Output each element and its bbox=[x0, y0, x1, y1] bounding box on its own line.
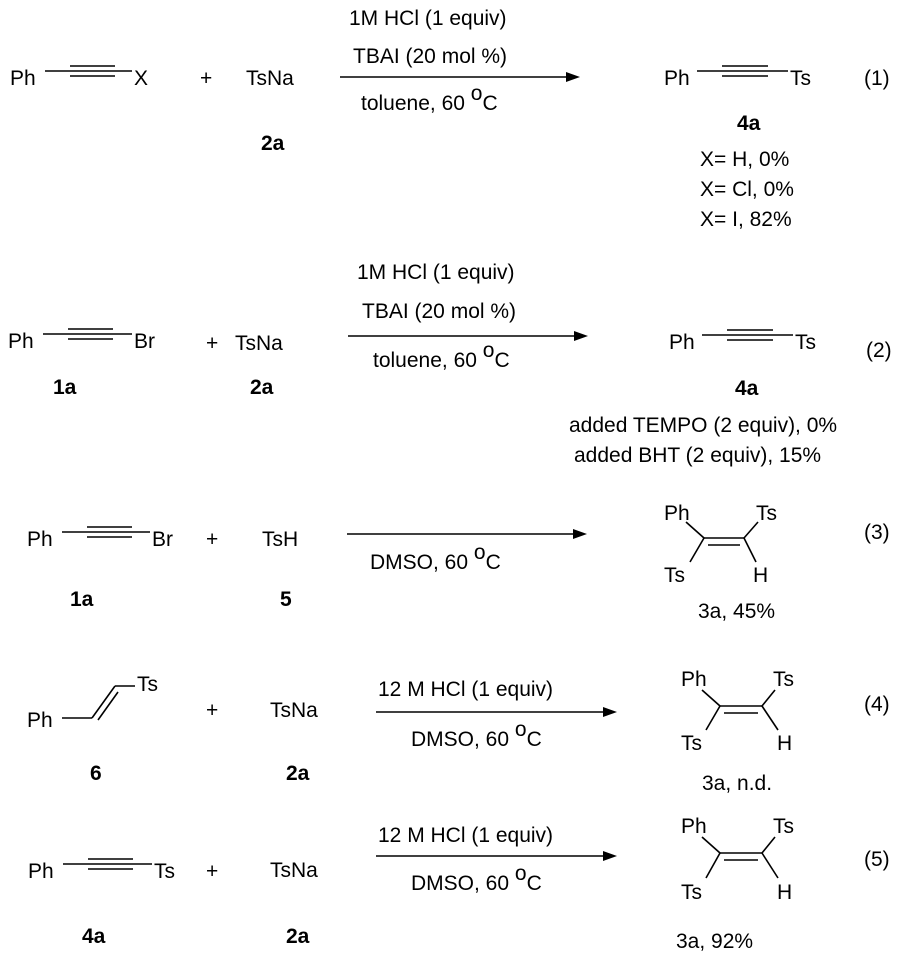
reactant-1-x: X bbox=[134, 67, 148, 90]
product-5-caption: 3a, 92% bbox=[676, 930, 753, 953]
equation-number-2: (2) bbox=[866, 339, 892, 362]
product-3-ph: Ph bbox=[664, 502, 690, 525]
product-4-h: H bbox=[777, 732, 792, 755]
reagent-4-label: 2a bbox=[286, 762, 310, 785]
product-1-triple-bond bbox=[697, 65, 788, 77]
product-3-ts-top: Ts bbox=[756, 502, 777, 525]
product-2-ph: Ph bbox=[669, 331, 695, 354]
product-1-label: 4a bbox=[737, 112, 761, 135]
reactant-2-ph: Ph bbox=[8, 330, 34, 353]
condition-1-solvent: toluene, 60 oC bbox=[361, 82, 498, 115]
reagent-3-formula: TsH bbox=[262, 528, 298, 551]
reactant-4-ts: Ts bbox=[137, 673, 158, 696]
condition-4-solvent: DMSO, 60 oC bbox=[411, 718, 542, 751]
product-4-alkene bbox=[701, 689, 779, 731]
reagent-2-label: 2a bbox=[250, 376, 274, 399]
triple-bond-1 bbox=[45, 65, 132, 77]
triple-bond-2 bbox=[43, 328, 132, 340]
reactant-3-label: 1a bbox=[70, 588, 94, 611]
reagent-1-formula: TsNa bbox=[246, 67, 294, 90]
reactant-2-br: Br bbox=[134, 330, 155, 353]
arrowhead-4 bbox=[603, 707, 617, 717]
reagent-5-formula: TsNa bbox=[270, 859, 318, 882]
product-3-caption: 3a, 45% bbox=[698, 600, 775, 623]
reactant-3-ph: Ph bbox=[27, 528, 53, 551]
arrowhead-3 bbox=[573, 529, 587, 539]
product-5-alkene bbox=[701, 836, 779, 879]
reactant-1-ph: Ph bbox=[10, 67, 36, 90]
reaction-2: Ph Br 1a + TsNa 2a 1M HCl (1 equiv) TBAI… bbox=[8, 261, 892, 467]
product-2-ts: Ts bbox=[795, 331, 816, 354]
plus-sign-3: + bbox=[206, 528, 218, 551]
note-2-bht: added BHT (2 equiv), 15% bbox=[574, 444, 821, 467]
equation-number-1: (1) bbox=[864, 67, 890, 90]
product-4-ts-top: Ts bbox=[773, 668, 794, 691]
arrowhead-2 bbox=[574, 331, 588, 341]
product-3-h: H bbox=[753, 564, 768, 587]
note-2-tempo: added TEMPO (2 equiv), 0% bbox=[569, 414, 837, 437]
triple-bond-5 bbox=[63, 858, 152, 870]
reagent-5-label: 2a bbox=[286, 925, 310, 948]
reagent-2-formula: TsNa bbox=[235, 332, 283, 355]
plus-sign-1: + bbox=[200, 67, 212, 90]
note-1-h: X= H, 0% bbox=[700, 148, 789, 171]
reaction-1: Ph X + TsNa 2a 1M HCl (1 equiv) TBAI (20… bbox=[10, 7, 890, 231]
reactant-4-styrene-bonds bbox=[62, 685, 135, 721]
arrowhead-5 bbox=[603, 851, 617, 861]
product-2-triple-bond bbox=[702, 329, 793, 341]
product-1-ts: Ts bbox=[790, 67, 811, 90]
product-5-h: H bbox=[777, 881, 792, 904]
plus-sign-4: + bbox=[206, 699, 218, 722]
product-4-ts-bottom: Ts bbox=[681, 732, 702, 755]
condition-3-solvent: DMSO, 60 oC bbox=[370, 541, 501, 574]
arrowhead-1 bbox=[566, 72, 580, 82]
plus-sign-5: + bbox=[206, 860, 218, 883]
reactant-4-ph: Ph bbox=[27, 709, 53, 732]
product-2-label: 4a bbox=[735, 377, 759, 400]
reactant-3-br: Br bbox=[152, 528, 173, 551]
product-5-ts-bottom: Ts bbox=[681, 881, 702, 904]
condition-2-line-1: 1M HCl (1 equiv) bbox=[357, 261, 515, 284]
equation-number-4: (4) bbox=[864, 693, 890, 716]
reaction-5: Ph Ts 4a + TsNa 2a 12 M HCl (1 equiv) DM… bbox=[28, 815, 890, 953]
note-1-cl: X= Cl, 0% bbox=[700, 178, 794, 201]
reactant-2-label: 1a bbox=[53, 376, 77, 399]
condition-5-line-1: 12 M HCl (1 equiv) bbox=[378, 824, 553, 847]
reactant-4-label: 6 bbox=[90, 762, 102, 785]
reagent-1-label: 2a bbox=[261, 132, 285, 155]
reactant-5-ts: Ts bbox=[154, 860, 175, 883]
product-3-ts-bottom: Ts bbox=[664, 564, 685, 587]
reagent-3-label: 5 bbox=[280, 588, 292, 611]
product-3-alkene bbox=[685, 521, 759, 563]
reagent-4-formula: TsNa bbox=[270, 699, 318, 722]
equation-number-3: (3) bbox=[864, 521, 890, 544]
condition-2-line-2: TBAI (20 mol %) bbox=[362, 300, 516, 323]
product-5-ts-top: Ts bbox=[773, 815, 794, 838]
reaction-3: Ph Br 1a + TsH 5 DMSO, 60 oC Ph Ts Ts H … bbox=[27, 502, 890, 623]
product-4-caption: 3a, n.d. bbox=[702, 772, 772, 795]
triple-bond-3 bbox=[62, 526, 150, 538]
condition-4-line-1: 12 M HCl (1 equiv) bbox=[378, 678, 553, 701]
reaction-4: Ph Ts 6 + TsNa 2a 12 M HCl (1 equiv) DMS… bbox=[27, 668, 890, 795]
condition-1-line-1: 1M HCl (1 equiv) bbox=[349, 7, 507, 30]
reactant-5-ph: Ph bbox=[28, 860, 54, 883]
equation-number-5: (5) bbox=[864, 848, 890, 871]
note-1-i: X= I, 82% bbox=[700, 208, 792, 231]
plus-sign-2: + bbox=[206, 332, 218, 355]
product-1-ph: Ph bbox=[664, 67, 690, 90]
product-4-ph: Ph bbox=[681, 668, 707, 691]
condition-5-solvent: DMSO, 60 oC bbox=[411, 862, 542, 895]
product-5-ph: Ph bbox=[681, 815, 707, 838]
condition-1-line-2: TBAI (20 mol %) bbox=[353, 45, 507, 68]
reactant-5-label: 4a bbox=[82, 925, 106, 948]
condition-2-solvent: toluene, 60 oC bbox=[373, 339, 510, 372]
